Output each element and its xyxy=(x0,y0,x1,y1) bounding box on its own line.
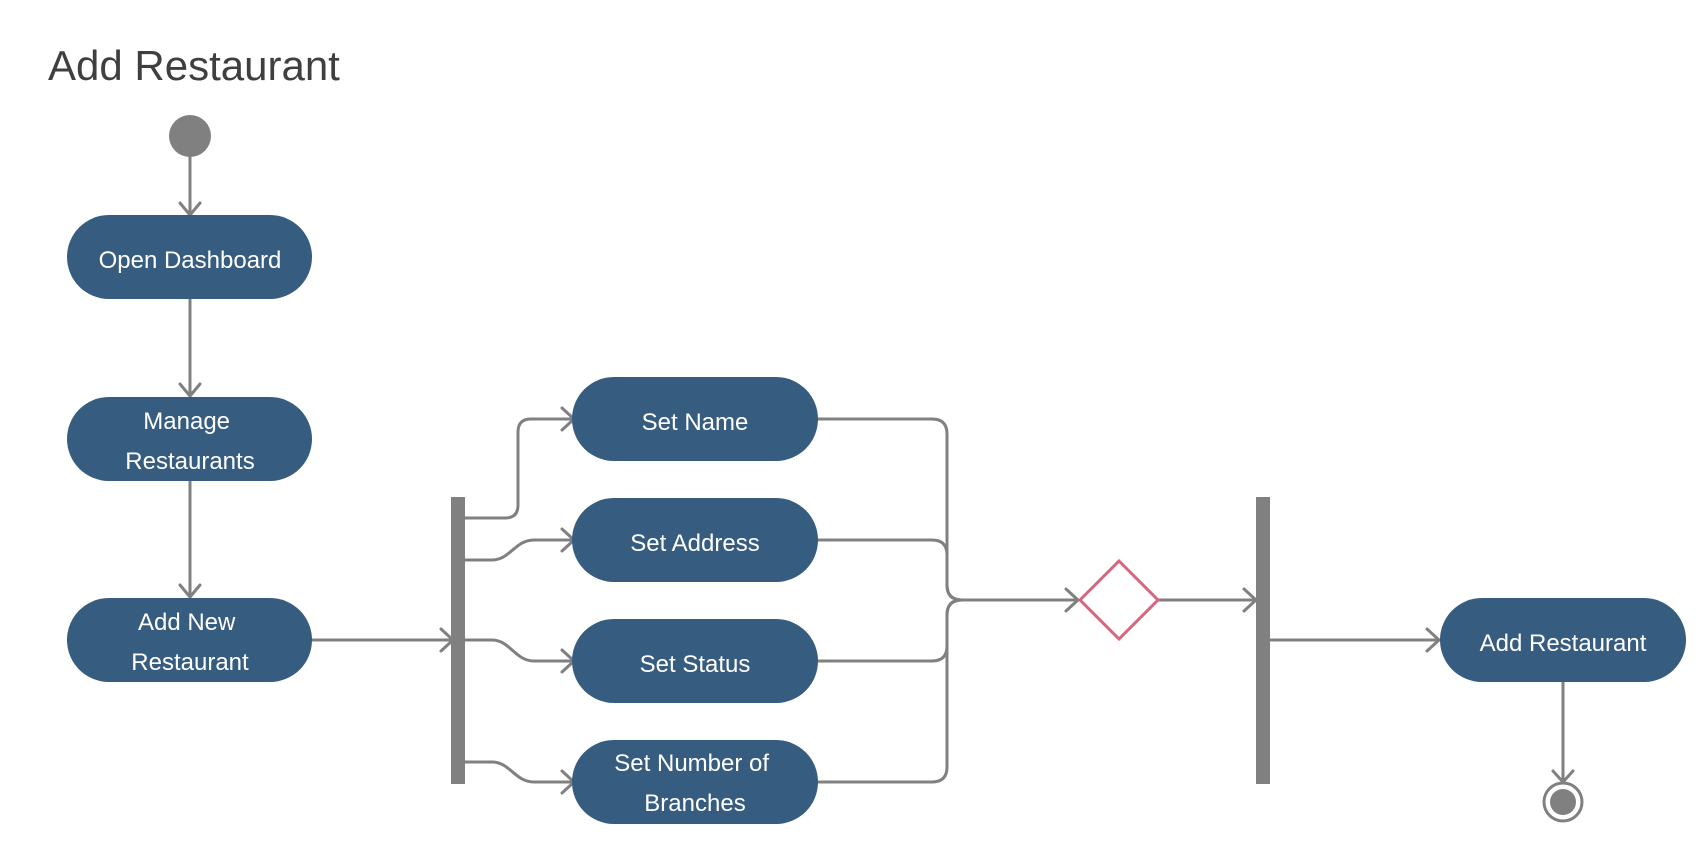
decision-node xyxy=(1077,558,1161,642)
action-label: Add Restaurant xyxy=(1480,630,1647,657)
action-label: Set Status xyxy=(640,651,751,678)
join-bar xyxy=(1256,497,1270,784)
edge-set-address-to-decision xyxy=(815,538,964,602)
start-node xyxy=(169,115,211,157)
action-label: Manage Restaurants xyxy=(125,408,254,475)
action-set-number-of-branches: Set Number of Branches xyxy=(572,740,818,824)
arrowhead-icon xyxy=(1425,627,1441,653)
action-set-address: Set Address xyxy=(572,498,818,582)
edge-set-status-to-decision xyxy=(815,598,964,663)
action-label: Add New Restaurant xyxy=(131,609,249,676)
edge-set-number-of-branches-to-decision xyxy=(815,598,964,784)
action-label: Open Dashboard xyxy=(99,247,282,274)
action-manage-restaurants: Manage Restaurants xyxy=(67,397,312,481)
end-node xyxy=(1542,781,1584,823)
diagram-title: Add Restaurant xyxy=(48,42,340,89)
action-open-dashboard: Open Dashboard xyxy=(67,215,312,299)
action-set-status: Set Status xyxy=(572,619,818,703)
edges xyxy=(178,150,1575,795)
edge-fork-to-set-name xyxy=(463,417,575,520)
edge-fork-to-set-number-of-branches xyxy=(463,760,575,784)
action-label: Set Number of Branches xyxy=(614,750,775,817)
action-label: Set Address xyxy=(630,530,759,557)
edge-fork-to-set-address xyxy=(463,538,575,562)
fork-bar xyxy=(451,497,465,784)
action-set-name: Set Name xyxy=(572,377,818,461)
arrowhead-icon xyxy=(178,382,202,398)
arrowhead-icon xyxy=(178,583,202,599)
edge-fork-to-set-status xyxy=(463,638,575,663)
action-add-new-restaurant: Add New Restaurant xyxy=(67,598,312,682)
action-label: Set Name xyxy=(642,409,749,436)
action-add-restaurant: Add Restaurant xyxy=(1440,598,1686,682)
